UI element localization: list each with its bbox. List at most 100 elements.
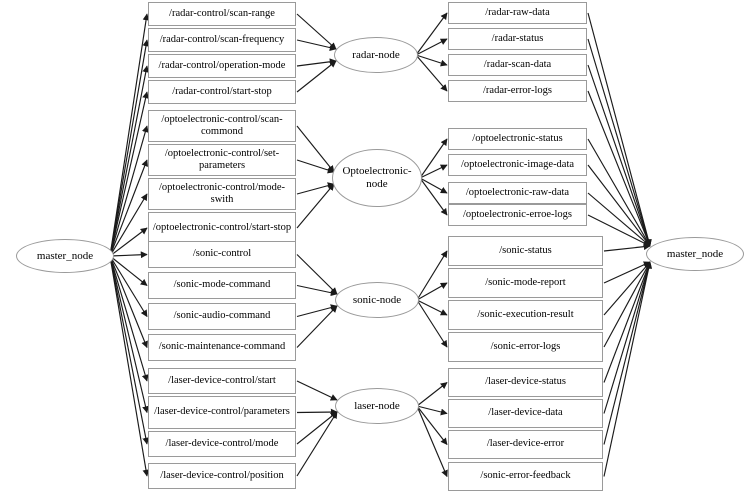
edge: [109, 255, 148, 349]
edge: [296, 254, 338, 295]
edge: [296, 411, 338, 445]
edge: [296, 411, 338, 477]
edge: [109, 193, 148, 257]
topic-box[interactable]: /laser-device-control/start: [148, 368, 296, 394]
edge: [109, 227, 148, 257]
topic-box[interactable]: /optoelectronic-raw-data: [448, 182, 587, 204]
topic-box[interactable]: /sonic-control: [148, 241, 296, 268]
edge: [109, 255, 148, 318]
topic-box[interactable]: /optoelectronic-erroe-logs: [448, 204, 587, 226]
topic-box[interactable]: /radar-control/scan-range: [148, 2, 296, 26]
edge: [109, 255, 150, 445]
edge: [415, 12, 448, 56]
edge: [416, 405, 448, 446]
topic-box[interactable]: /radar-error-logs: [448, 80, 587, 102]
edge: [416, 299, 448, 348]
edge: [603, 261, 652, 383]
topic-box[interactable]: /laser-device-status: [448, 368, 603, 397]
edge: [587, 138, 651, 247]
edge: [296, 304, 338, 318]
node-ellipse-sonic[interactable]: sonic-node: [335, 282, 419, 318]
edge: [587, 164, 651, 247]
edge: [416, 250, 448, 301]
edge: [109, 255, 149, 382]
edge: [415, 38, 448, 56]
edge: [296, 183, 335, 229]
edge: [603, 261, 651, 284]
edge: [109, 91, 149, 257]
topic-box[interactable]: /radar-control/scan-frequency: [148, 28, 296, 52]
edge: [296, 284, 338, 297]
topic-box[interactable]: /sonic-audio-command: [148, 303, 296, 330]
topic-box[interactable]: /radar-scan-data: [448, 54, 587, 76]
edge: [296, 58, 337, 67]
topic-box[interactable]: /radar-control/operation-mode: [148, 54, 296, 78]
edge: [587, 38, 652, 247]
edge: [587, 90, 651, 247]
edge: [296, 182, 335, 195]
topic-box[interactable]: /laser-device-error: [448, 430, 603, 459]
edge: [415, 54, 448, 92]
node-ellipse-master-left[interactable]: master_node: [16, 239, 114, 273]
edge: [603, 261, 653, 477]
edge: [109, 13, 150, 257]
edge: [416, 282, 448, 301]
topic-box[interactable]: /optoelectronic-control/scan-commond: [148, 110, 296, 142]
topic-box[interactable]: /radar-status: [448, 28, 587, 50]
edge: [296, 305, 338, 348]
edge: [296, 159, 335, 174]
edge: [419, 177, 448, 194]
topic-box[interactable]: /optoelectronic-control/set-parameters: [148, 144, 296, 176]
topic-box[interactable]: /sonic-execution-result: [448, 300, 603, 330]
edge: [603, 261, 652, 414]
edge: [296, 380, 338, 401]
node-ellipse-laser[interactable]: laser-node: [335, 388, 419, 424]
edge: [109, 159, 148, 257]
topic-box[interactable]: /radar-control/start-stop: [148, 80, 296, 104]
topic-box[interactable]: /sonic-mode-report: [448, 268, 603, 298]
topic-box[interactable]: /optoelectronic-control/start-stop: [148, 212, 296, 244]
edge: [109, 125, 149, 257]
topic-box[interactable]: /optoelectronic-control/mode-swith: [148, 178, 296, 210]
edge: [587, 64, 652, 247]
edge: [416, 405, 448, 416]
topic-box[interactable]: /laser-device-control/mode: [148, 431, 296, 457]
topic-box[interactable]: /sonic-error-logs: [448, 332, 603, 362]
edge: [416, 299, 448, 316]
edge: [419, 177, 448, 216]
edge: [109, 39, 150, 257]
node-ellipse-optoelectronic[interactable]: Optoelectronic-node: [332, 149, 422, 207]
edge: [419, 138, 448, 179]
topic-box[interactable]: /optoelectronic-status: [448, 128, 587, 150]
topic-box[interactable]: /laser-device-control/position: [148, 463, 296, 489]
node-ellipse-radar[interactable]: radar-node: [334, 37, 418, 73]
edge: [109, 65, 150, 257]
node-ellipse-master-right[interactable]: master_node: [646, 237, 744, 271]
edge: [296, 39, 337, 51]
edge: [296, 13, 337, 50]
topic-box[interactable]: /sonic-error-feedback: [448, 462, 603, 491]
topic-box[interactable]: /sonic-status: [448, 236, 603, 266]
edge: [109, 251, 148, 259]
edge: [296, 60, 337, 93]
edge: [416, 382, 448, 407]
edge: [296, 408, 338, 416]
edge: [109, 255, 149, 414]
edge: [416, 405, 448, 478]
topic-box[interactable]: /radar-raw-data: [448, 2, 587, 24]
edge: [603, 261, 651, 348]
topic-box[interactable]: /sonic-maintenance-command: [148, 334, 296, 361]
topic-box[interactable]: /sonic-mode-command: [148, 272, 296, 299]
edge: [603, 261, 652, 445]
edge: [587, 12, 652, 247]
topic-box[interactable]: /laser-device-data: [448, 399, 603, 428]
edge: [109, 255, 150, 477]
edge: [419, 164, 448, 179]
topic-box[interactable]: /optoelectronic-image-data: [448, 154, 587, 176]
edge: [109, 255, 148, 286]
edge: [603, 243, 651, 252]
topic-box[interactable]: /laser-device-control/parameters: [148, 396, 296, 429]
edge: [603, 261, 651, 316]
